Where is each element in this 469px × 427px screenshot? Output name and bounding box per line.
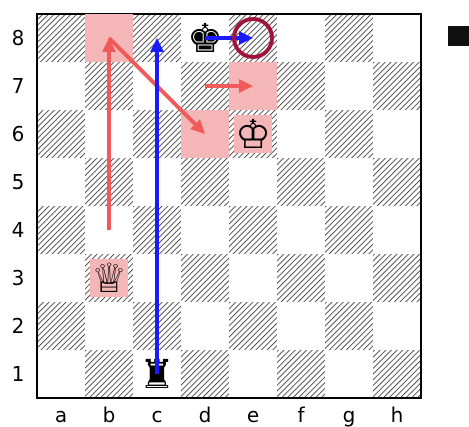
square-f8[interactable] [277, 14, 325, 62]
square-e5[interactable] [229, 158, 277, 206]
circles-layer [232, 17, 274, 59]
square-a1[interactable] [37, 350, 85, 398]
square-e1[interactable] [229, 350, 277, 398]
square-d1[interactable] [181, 350, 229, 398]
square-d5[interactable] [181, 158, 229, 206]
square-h6[interactable] [373, 110, 421, 158]
square-f5[interactable] [277, 158, 325, 206]
piece-backing-b3 [90, 259, 128, 297]
square-d4[interactable] [181, 206, 229, 254]
square-g1[interactable] [325, 350, 373, 398]
square-a5[interactable] [37, 158, 85, 206]
square-f1[interactable] [277, 350, 325, 398]
square-g5[interactable] [325, 158, 373, 206]
file-label-g: g [343, 403, 356, 427]
square-e4[interactable] [229, 206, 277, 254]
white-king-icon[interactable]: ♔ [235, 112, 271, 158]
square-a8[interactable] [37, 14, 85, 62]
square-f3[interactable] [277, 254, 325, 302]
file-label-a: a [55, 403, 67, 427]
square-g7[interactable] [325, 62, 373, 110]
square-g8[interactable] [325, 14, 373, 62]
square-a7[interactable] [37, 62, 85, 110]
square-b1[interactable] [85, 350, 133, 398]
arrow-blue-c1-c8 [150, 38, 164, 374]
square-d3[interactable] [181, 254, 229, 302]
rank-label-4: 4 [12, 218, 25, 242]
file-label-b: b [103, 403, 116, 427]
rank-label-3: 3 [12, 266, 25, 290]
rank-label-2: 2 [12, 314, 25, 338]
circle-e8 [232, 17, 274, 59]
file-labels: a b c d e f g h [55, 403, 403, 427]
square-f7[interactable] [277, 62, 325, 110]
square-h5[interactable] [373, 158, 421, 206]
square-h1[interactable] [373, 350, 421, 398]
arrow-red-b8-d6 [107, 36, 205, 134]
square-f2[interactable] [277, 302, 325, 350]
square-h3[interactable] [373, 254, 421, 302]
square-e2[interactable] [229, 302, 277, 350]
square-a6[interactable] [37, 110, 85, 158]
square-g2[interactable] [325, 302, 373, 350]
square-g6[interactable] [325, 110, 373, 158]
arrow-red-b4-b8 [102, 38, 116, 230]
rank-label-8: 8 [12, 26, 25, 50]
file-label-f: f [297, 403, 305, 427]
square-h4[interactable] [373, 206, 421, 254]
file-label-h: h [391, 403, 404, 427]
square-g4[interactable] [325, 206, 373, 254]
file-label-e: e [247, 403, 259, 427]
rank-label-7: 7 [12, 74, 25, 98]
arrows-layer [102, 31, 253, 374]
square-a2[interactable] [37, 302, 85, 350]
square-h2[interactable] [373, 302, 421, 350]
square-e3[interactable] [229, 254, 277, 302]
square-g3[interactable] [325, 254, 373, 302]
board-border [36, 13, 422, 399]
rank-label-1: 1 [12, 362, 25, 386]
square-a4[interactable] [37, 206, 85, 254]
square-f6[interactable] [277, 110, 325, 158]
square-h8[interactable] [373, 14, 421, 62]
rank-label-5: 5 [12, 170, 25, 194]
rank-labels: 1 2 3 4 5 6 7 8 [12, 26, 25, 386]
square-b2[interactable] [85, 302, 133, 350]
rank-label-6: 6 [12, 122, 25, 146]
square-d2[interactable] [181, 302, 229, 350]
square-a3[interactable] [37, 254, 85, 302]
square-f4[interactable] [277, 206, 325, 254]
file-label-c: c [152, 403, 163, 427]
arrow-red-d7-e7 [205, 79, 253, 93]
white-queen-icon[interactable]: ♕ [91, 256, 127, 302]
square-h7[interactable] [373, 62, 421, 110]
file-label-d: d [199, 403, 212, 427]
piece-backing-e6 [234, 115, 272, 153]
side-to-move-indicator [448, 26, 469, 46]
